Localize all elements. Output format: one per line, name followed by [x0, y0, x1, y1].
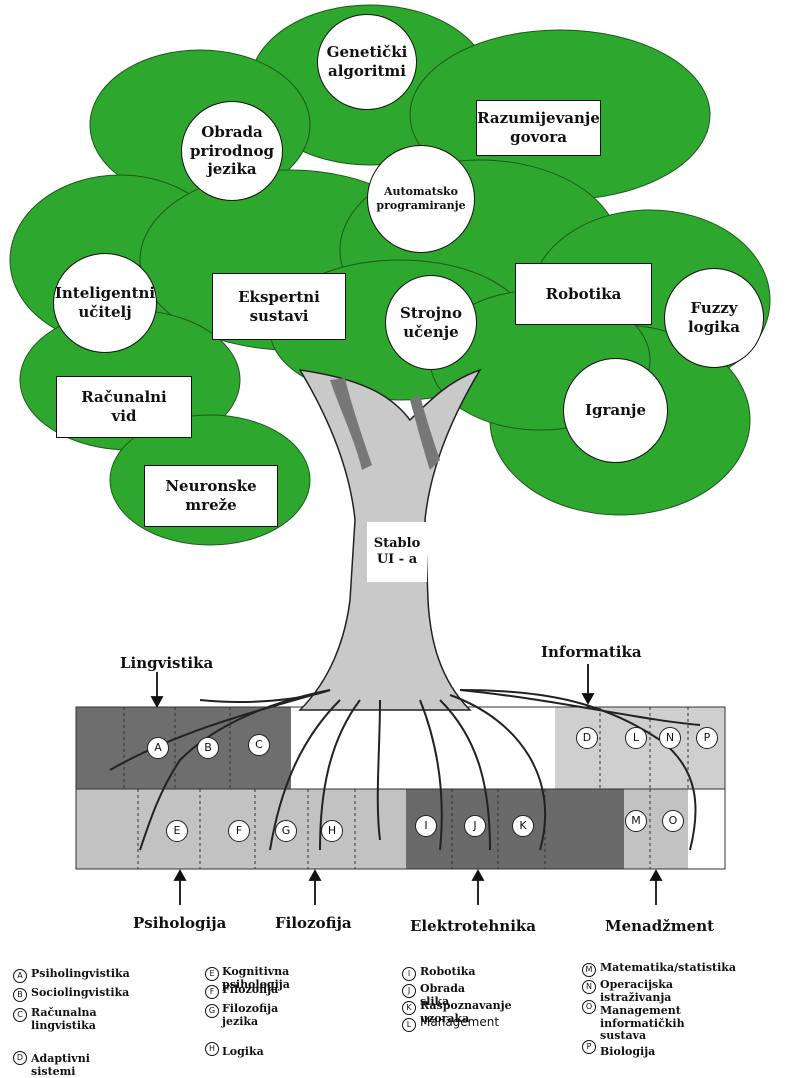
legend-marker: B	[13, 988, 27, 1002]
root-marker: P	[696, 727, 718, 749]
category-psihologija: Psihologija	[133, 914, 226, 932]
category-menadzment: Menadžment	[605, 917, 714, 935]
root-marker: H	[321, 820, 343, 842]
label-razumijevanje-govora: Razumijevanje govora	[476, 100, 601, 156]
category-lingvistika: Lingvistika	[120, 654, 213, 672]
legend-item: Management	[420, 1016, 499, 1030]
legend-marker: O	[582, 1000, 596, 1014]
legend-marker: I	[402, 967, 416, 981]
legend-marker: L	[402, 1018, 416, 1032]
legend-item: Operacijska istraživanja	[600, 979, 673, 1004]
root-marker: F	[228, 820, 250, 842]
legend-item: Filozofija jezika	[222, 1003, 278, 1028]
legend-marker: H	[205, 1042, 219, 1056]
legend-marker: C	[13, 1008, 27, 1022]
label-geneticki-algoritmi: Genetički algoritmi	[317, 14, 417, 110]
root-marker: A	[147, 737, 169, 759]
root-marker: O	[662, 810, 684, 832]
legend-marker: A	[13, 969, 27, 983]
legend-item: Filozofija	[222, 984, 278, 997]
label-neuronske-mreze: Neuronske mreže	[144, 465, 278, 527]
root-marker: M	[625, 810, 647, 832]
legend-marker: G	[205, 1004, 219, 1018]
root-marker: J	[464, 815, 486, 837]
legend-item: Logika	[222, 1046, 264, 1059]
category-filozofija: Filozofija	[275, 914, 352, 932]
root-marker: L	[625, 727, 647, 749]
legend-marker: K	[402, 1001, 416, 1015]
root-marker: I	[415, 815, 437, 837]
label-inteligentni-ucitelj: Inteligentni učitelj	[53, 253, 157, 353]
label-igranje: Igranje	[563, 358, 668, 463]
label-automatsko-programiranje: Automatsko programiranje	[367, 145, 475, 253]
legend-item: Robotika	[420, 966, 476, 979]
legend-item: Računalna lingvistika	[31, 1007, 97, 1032]
label-obrada-prirodnog-jezika: Obrada prirodnog jezika	[181, 101, 283, 201]
root-marker: K	[512, 815, 534, 837]
legend-item: Adaptivni sistemi	[31, 1053, 90, 1078]
category-elektrotehnika: Elektrotehnika	[410, 917, 536, 935]
root-marker: D	[576, 727, 598, 749]
legend-marker: N	[582, 980, 596, 994]
root-marker: C	[248, 734, 270, 756]
legend-marker: E	[205, 967, 219, 981]
legend-marker: F	[205, 985, 219, 999]
root-marker: B	[197, 737, 219, 759]
legend-item: Matematika/statistika	[600, 962, 736, 975]
legend-item: Biologija	[600, 1046, 655, 1059]
root-marker: G	[275, 820, 297, 842]
label-ekspertni-sustavi: Ekspertni sustavi	[212, 273, 346, 340]
legend-marker: M	[582, 963, 596, 977]
legend-item: Management informatičkih sustava	[600, 1005, 685, 1043]
root-marker: N	[659, 727, 681, 749]
label-fuzzy-logika: Fuzzy logika	[664, 268, 764, 368]
legend-marker: J	[402, 984, 416, 998]
label-robotika: Robotika	[515, 263, 652, 325]
root-marker: E	[166, 820, 188, 842]
label-racunalni-vid: Računalni vid	[56, 376, 192, 438]
legend-item: Sociolingvistika	[31, 987, 129, 1000]
label-strojno-ucenje: Strojno učenje	[385, 275, 477, 370]
label-stablo-ui: Stablo UI - a	[367, 522, 427, 582]
legend-marker: P	[582, 1040, 596, 1054]
category-informatika: Informatika	[541, 643, 642, 661]
legend-marker: D	[13, 1051, 27, 1065]
legend-item: Psiholingvistika	[31, 968, 130, 981]
